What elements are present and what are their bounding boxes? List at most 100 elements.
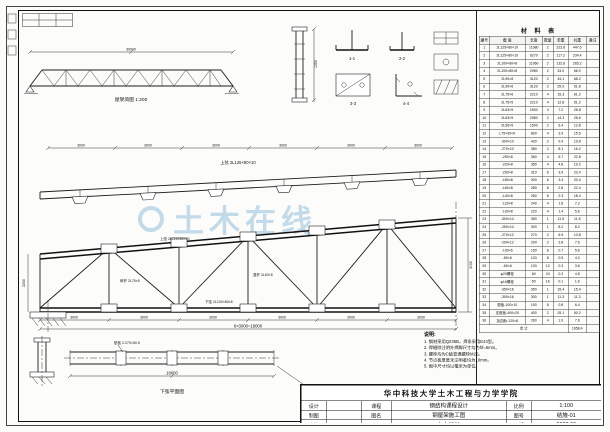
vertical-label: 竖杆 2L63×5: [253, 272, 273, 277]
table-row: 24 -250×14 300 1 8.2 8.2: [479, 223, 600, 232]
number-value: 结施-01: [530, 410, 601, 420]
binding-marks: [7, 13, 17, 56]
top-chord-label: 上弦 2L125×80×10: [160, 236, 190, 241]
table-row: 19 -160×8 280 8 2.8 22.4: [479, 184, 600, 193]
drawing-title: 钢屋架施工图: [391, 410, 507, 420]
date-value: 2008.06: [530, 419, 601, 423]
title-block: 华中科技大学土木工程与力学学院 设计 课程 钢结构课程设计 比例 1:100 制…: [300, 384, 601, 423]
material-table-title: 材 料 表: [520, 27, 558, 35]
material-table: 材 料 表 编号截 面长度数量单重共重备注 1 2L125×: [478, 26, 600, 368]
table-row: 30 φ20螺栓 60 24 0.2 4.8: [479, 269, 600, 279]
end-post-dim: 1250: [314, 60, 318, 68]
truss-members: [39, 217, 457, 313]
date-label: 日期: [506, 419, 532, 423]
table-row: 7 2L75×6 2210 4 15.3 61.2: [479, 90, 600, 99]
table-row: 18 -180×8 300 6 3.4 20.4: [479, 176, 600, 185]
table-row: 16 -220×8 350 4 4.8 19.2: [479, 160, 600, 170]
panel-dim: 3000: [209, 316, 217, 320]
table-row: 31 φ16螺栓 50 16 0.1 1.6: [479, 277, 600, 286]
material-table-header-cell: 共重: [568, 36, 587, 45]
total-dim: 6×3000=18000: [234, 324, 263, 329]
note-line: 2. 焊缝除注明外焊脚尺寸均为hf=6mm。: [424, 345, 500, 351]
table-row: 11 2L56×5 1500 2 6.4 12.8: [479, 121, 600, 131]
overview-caption: 屋架简图 1:200: [115, 96, 148, 103]
bottom-chord-plan: 垫板 2-270×50.5 18000 下弦平面图: [29, 336, 318, 395]
course-label: 课程: [361, 400, 392, 411]
end-post-elevation: 1250: [291, 26, 318, 103]
table-row: 32 -350×16 350 1 15.4 15.4: [479, 285, 600, 294]
note-line: 3. 螺栓均为C级普通螺栓M20。: [424, 351, 483, 357]
top-dimension-line: 3000 3000 3000 3000 3000 3000: [45, 144, 455, 151]
table-row: 17 -200×8 310 6 3.9 23.4: [479, 168, 600, 177]
section-4-4-label: 4-4: [403, 101, 410, 106]
drawing-title-label: 图名: [361, 410, 392, 420]
material-table-header-cell: 备注: [586, 36, 600, 45]
table-row: 13 -300×10 420 2 9.9 19.8: [479, 137, 600, 146]
table-row: 34 垫板-100×10 100 8 0.8 6.4: [479, 301, 600, 310]
table-row: 10 2L63×5 2980 2 14.3 28.6: [479, 113, 600, 123]
table-row: 26 -200×12 200 2 3.8 7.6: [479, 238, 600, 248]
bottom-chord-label: 下弦 2L100×80×8: [205, 299, 233, 304]
note-line: 5. 图中尺寸均以毫米为单位。: [424, 363, 480, 369]
plate-label: 垫板 2-270×50.5: [114, 340, 140, 345]
top-chord-detail-label: 上弦 2L125×80×10: [220, 159, 256, 166]
material-table-header-row: 编号截 面长度数量单重共重备注: [479, 36, 600, 45]
check-label: 审核: [301, 419, 327, 423]
scale-label: 比例: [506, 400, 532, 411]
note-line: 1. 钢材采用Q235B，焊条采用E43型。: [424, 339, 497, 344]
plan-band: [64, 350, 318, 395]
draft-label: 制图: [301, 410, 327, 420]
table-row: 14 -270×10 380 2 8.1 16.2: [479, 145, 600, 154]
notes-title: 说明:: [424, 332, 436, 338]
title-block-row: 审核 班级 土木0501 日期 2008.06: [301, 419, 601, 423]
plan-dim-text: 18000: [166, 371, 178, 376]
class-value: 土木0501: [391, 419, 507, 423]
dim-seg: 3000: [212, 144, 220, 148]
member-labels: 上弦 2L125×80×10 下弦 2L100×80×8 斜杆 2L75×5 竖…: [120, 236, 273, 304]
material-table-header-cell: 长度: [525, 36, 543, 45]
title-block-row: 设计 课程 钢结构课程设计 比例 1:100: [301, 400, 601, 411]
support-detail: [29, 300, 67, 332]
section-1-1: 1-1: [335, 30, 369, 61]
table-row: 21 -120×8 240 4 1.8 7.2: [479, 199, 600, 209]
scale-value: 1:100: [530, 400, 601, 411]
notes-list: 1. 钢材采用Q235B，焊条采用E43型。2. 焊缝除注明外焊脚尺寸均为hf=…: [424, 339, 549, 370]
note-line: 4. 节点板厚度未注明者均为10mm。: [424, 357, 492, 363]
panel-dim: 3000: [70, 316, 78, 320]
revision-grid: [22, 13, 73, 27]
dim-seg: 3000: [144, 144, 152, 148]
table-row: 27 -100×6 150 8 0.7 5.6: [479, 246, 600, 255]
material-table-body: 1 2L125×80×10 11980 2 223.8 447.6 2 2L12…: [479, 43, 600, 325]
table-row: 20 -140×8 260 8 2.3 18.4: [479, 191, 600, 201]
dim-seg: 3000: [347, 144, 355, 148]
left-height-dim: 2200: [22, 279, 26, 287]
class-label: 班级: [361, 419, 392, 423]
section-2-2-label: 2-2: [399, 56, 406, 61]
section-3-3-label: 3-3: [350, 101, 357, 106]
diagonal-label: 斜杆 2L75×5: [120, 278, 140, 283]
material-table-header-cell: 截 面: [489, 36, 526, 45]
material-table-header-cell: 单重: [553, 36, 569, 45]
table-row: 6 2L90×6 3120 2 25.9 51.8: [479, 82, 600, 92]
height-dim: 3150: [469, 261, 473, 269]
material-table-header-cell: 数量: [542, 36, 554, 45]
school-name: 华中科技大学土木工程与力学学院: [301, 385, 601, 401]
plan-caption: 下弦平面图: [160, 388, 184, 395]
title-block-row: 制图 图名 钢屋架施工图 图号 结施-01: [301, 410, 601, 420]
table-row: 36 加劲肋-120×8 260 4 1.9 7.6: [479, 316, 600, 325]
main-truss-elevation: 3000 3000 3000 3000 3000 3000 上弦 2L125×8…: [22, 144, 473, 332]
plan-left-support: [29, 336, 55, 388]
top-chord-detail: 上弦 2L125×80×10: [39, 159, 457, 204]
material-table-header-cell: 编号: [479, 36, 490, 45]
table-row: 15 -250×8 360 4 5.7 22.8: [479, 152, 600, 162]
plan-dimension: 18000: [67, 371, 277, 379]
table-row: 23 -300×14 350 1 11.5 11.5: [479, 215, 600, 224]
table-row: 35 支座板-400×20 400 2 25.1 50.2: [479, 308, 600, 318]
table-row: 29 -60×6 100 12 0.3 3.6: [479, 262, 600, 271]
table-row: 28 -80×6 120 8 0.5 4.0: [479, 254, 600, 263]
overview-total-dim: 30000: [126, 48, 136, 52]
table-divider-line: [476, 10, 477, 385]
table-row: 8 2L75×5 2210 4 12.8 51.2: [479, 98, 600, 107]
section-1-1-label: 1-1: [349, 56, 356, 61]
